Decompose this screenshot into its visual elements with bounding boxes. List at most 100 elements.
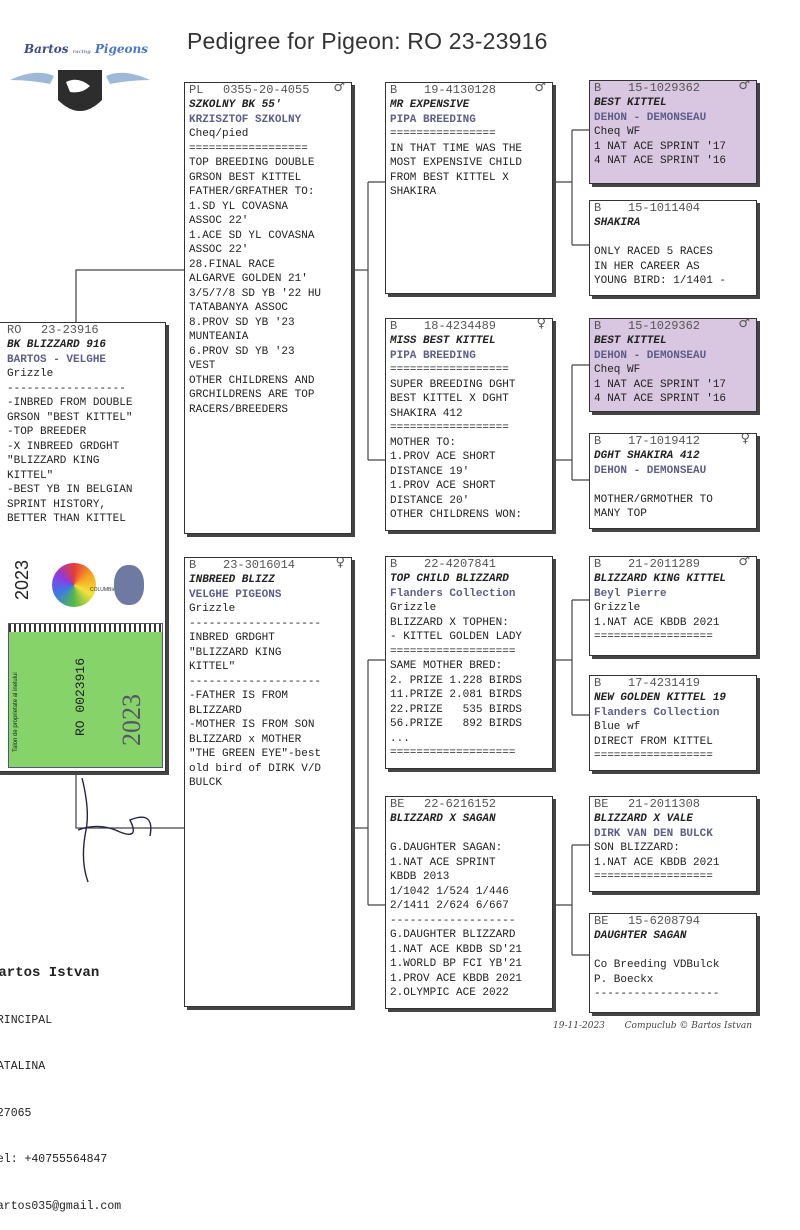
pigeon-name: MISS BEST KITTEL — [390, 335, 496, 347]
note-line: DIRECT FROM KITTEL — [594, 735, 713, 748]
owner-phone: Tel: +40755564847 — [0, 1153, 108, 1166]
note-line: 11.PRIZE 2.081 BIRDS — [390, 689, 523, 701]
breeder-name: Beyl Pierre — [594, 587, 667, 600]
note-line: ================== — [594, 871, 713, 883]
owner-line: 527065 — [0, 1106, 32, 1120]
note-line: ================== — [594, 631, 713, 643]
ring-number: 17-4231419 — [628, 676, 701, 690]
note-line: BULCK — [189, 777, 223, 789]
country-code: B — [594, 557, 602, 571]
note-line: BLIZZARD — [189, 704, 242, 717]
footer: 19-11-2023 Compuclub © Bartos Istvan — [553, 1021, 752, 1031]
ring-number: 23-23916 — [41, 323, 99, 337]
breeder-name: DEHON - DEMONSEAU — [594, 349, 707, 362]
note-line: 22.PRIZE 535 BIRDS — [390, 703, 523, 716]
card-header: BE 21-2011308 — [590, 797, 756, 812]
note-line: IN THAT TIME WAS THE — [390, 142, 523, 155]
ring-number: 18-4234489 — [424, 319, 497, 333]
ring-number: 15-1011404 — [628, 201, 701, 215]
ring-number: 21-2011308 — [628, 797, 701, 811]
pigeon-name: DAUGHTER SAGAN — [594, 930, 687, 942]
pigeon-name: BLIZZARD KING KITTEL — [594, 573, 727, 585]
note-line: 1 NAT ACE SPRINT '17 — [594, 378, 727, 391]
pigeon-color: Grizzle — [189, 603, 236, 615]
ring-number: 22-6216152 — [424, 797, 497, 811]
breeder-name: BARTOS - VELGHE — [7, 353, 107, 366]
owner-line: PRINCIPAL — [0, 1013, 53, 1027]
ring-number: 22-4207841 — [424, 557, 497, 571]
ring-card-area: 2023 COLUMBIA Talon de proprietate al in… — [8, 555, 163, 770]
note-line: SAME MOTHER BRED: — [390, 660, 503, 672]
ring-number: 19-4130128 — [424, 83, 497, 97]
note-line: -MOTHER IS FROM SON — [189, 719, 315, 731]
note-line: 1.NAT ACE KBDB 2021 — [594, 616, 720, 629]
note-line: KITTEL" — [189, 661, 236, 673]
owner-email: bartos035@gmail.com — [0, 1199, 122, 1213]
note-line: 1.WORLD BP FCI YB'21 — [390, 958, 523, 970]
breeder-name: DEHON - DEMONSEAU — [594, 111, 707, 124]
note-line: ================== — [390, 364, 509, 376]
footer-date: 19-11-2023 — [553, 1021, 605, 1031]
ring-number: 15-1029362 — [628, 319, 701, 333]
logo-word-pigeons: Pigeons — [94, 42, 148, 56]
ring-number: 0355-20-4055 — [223, 83, 310, 97]
pigeon-name: SZKOLNY BK 55' — [189, 99, 282, 111]
note-line: 1.PROV ACE SHORT — [390, 451, 496, 463]
note-line: DISTANCE 20' — [390, 494, 470, 507]
note-line: MOTHER/GRMOTHER TO — [594, 493, 713, 506]
note-line: 1.NAT ACE KBDB SD'21 — [390, 943, 523, 956]
ring-certificate-year: 2023 — [117, 694, 146, 746]
breeder-name: PIPA BREEDING — [390, 349, 476, 362]
country-code: BE — [594, 797, 609, 811]
note-line: "BLIZZARD KING — [189, 646, 282, 659]
pigeon-color: Cheq WF — [594, 126, 641, 138]
pigeon-name: BK BLIZZARD 916 — [7, 339, 107, 351]
note-line: 2/1411 2/624 6/667 — [390, 900, 509, 912]
pigeon-color: Cheq/pied — [189, 128, 249, 140]
note-line: =================== — [390, 747, 516, 759]
pigeon-name: MR EXPENSIVE — [390, 99, 470, 111]
owner-name: Bartos Istvan — [0, 965, 100, 981]
page-title: Pedigree for Pigeon: RO 23-23916 — [187, 28, 548, 54]
note-line: 2.OLYMPIC ACE 2022 — [390, 987, 509, 999]
note-line: 1/1042 1/524 1/446 — [390, 885, 509, 898]
note-line: 1.PROV ACE KBDB 2021 — [390, 972, 523, 985]
sex-icon: ♂ — [738, 318, 750, 331]
sex-icon: ♀ — [740, 433, 750, 446]
stamp-emblem-icon — [114, 565, 144, 605]
note-line: ALGARVE GOLDEN 21' — [189, 273, 308, 285]
note-line: ------------------- — [390, 914, 516, 927]
footer-software: Compuclub © Bartos Istvan — [624, 1021, 753, 1031]
country-code: BE — [390, 797, 405, 811]
note-line: P. Boeckx — [594, 973, 654, 986]
pigeon-name: INBREED BLIZZ — [189, 574, 275, 586]
sex-icon: ♂ — [738, 556, 750, 569]
note-line: 1.SD YL COVASNA — [189, 200, 289, 213]
sex-icon: ♀ — [536, 318, 546, 331]
note-line: GRSON "BEST KITTEL" — [7, 411, 133, 424]
note-line: old bird of DIRK V/D — [189, 762, 322, 775]
note-line: RACERS/BREEDERS — [189, 403, 289, 416]
note-line — [594, 231, 752, 246]
note-line: BEST KITTEL X DGHT — [390, 393, 509, 405]
note-line: 4 NAT ACE SPRINT '16 — [594, 393, 727, 405]
note-line: 28.FINAL RACE — [189, 258, 275, 271]
note-line: FROM BEST KITTEL X — [390, 171, 509, 184]
note-line: 3/5/7/8 SD YB '22 HU — [189, 287, 322, 300]
note-line: MUNTEANIA — [189, 331, 249, 343]
note-line: 1.NAT ACE KBDB 2021 — [594, 856, 720, 869]
